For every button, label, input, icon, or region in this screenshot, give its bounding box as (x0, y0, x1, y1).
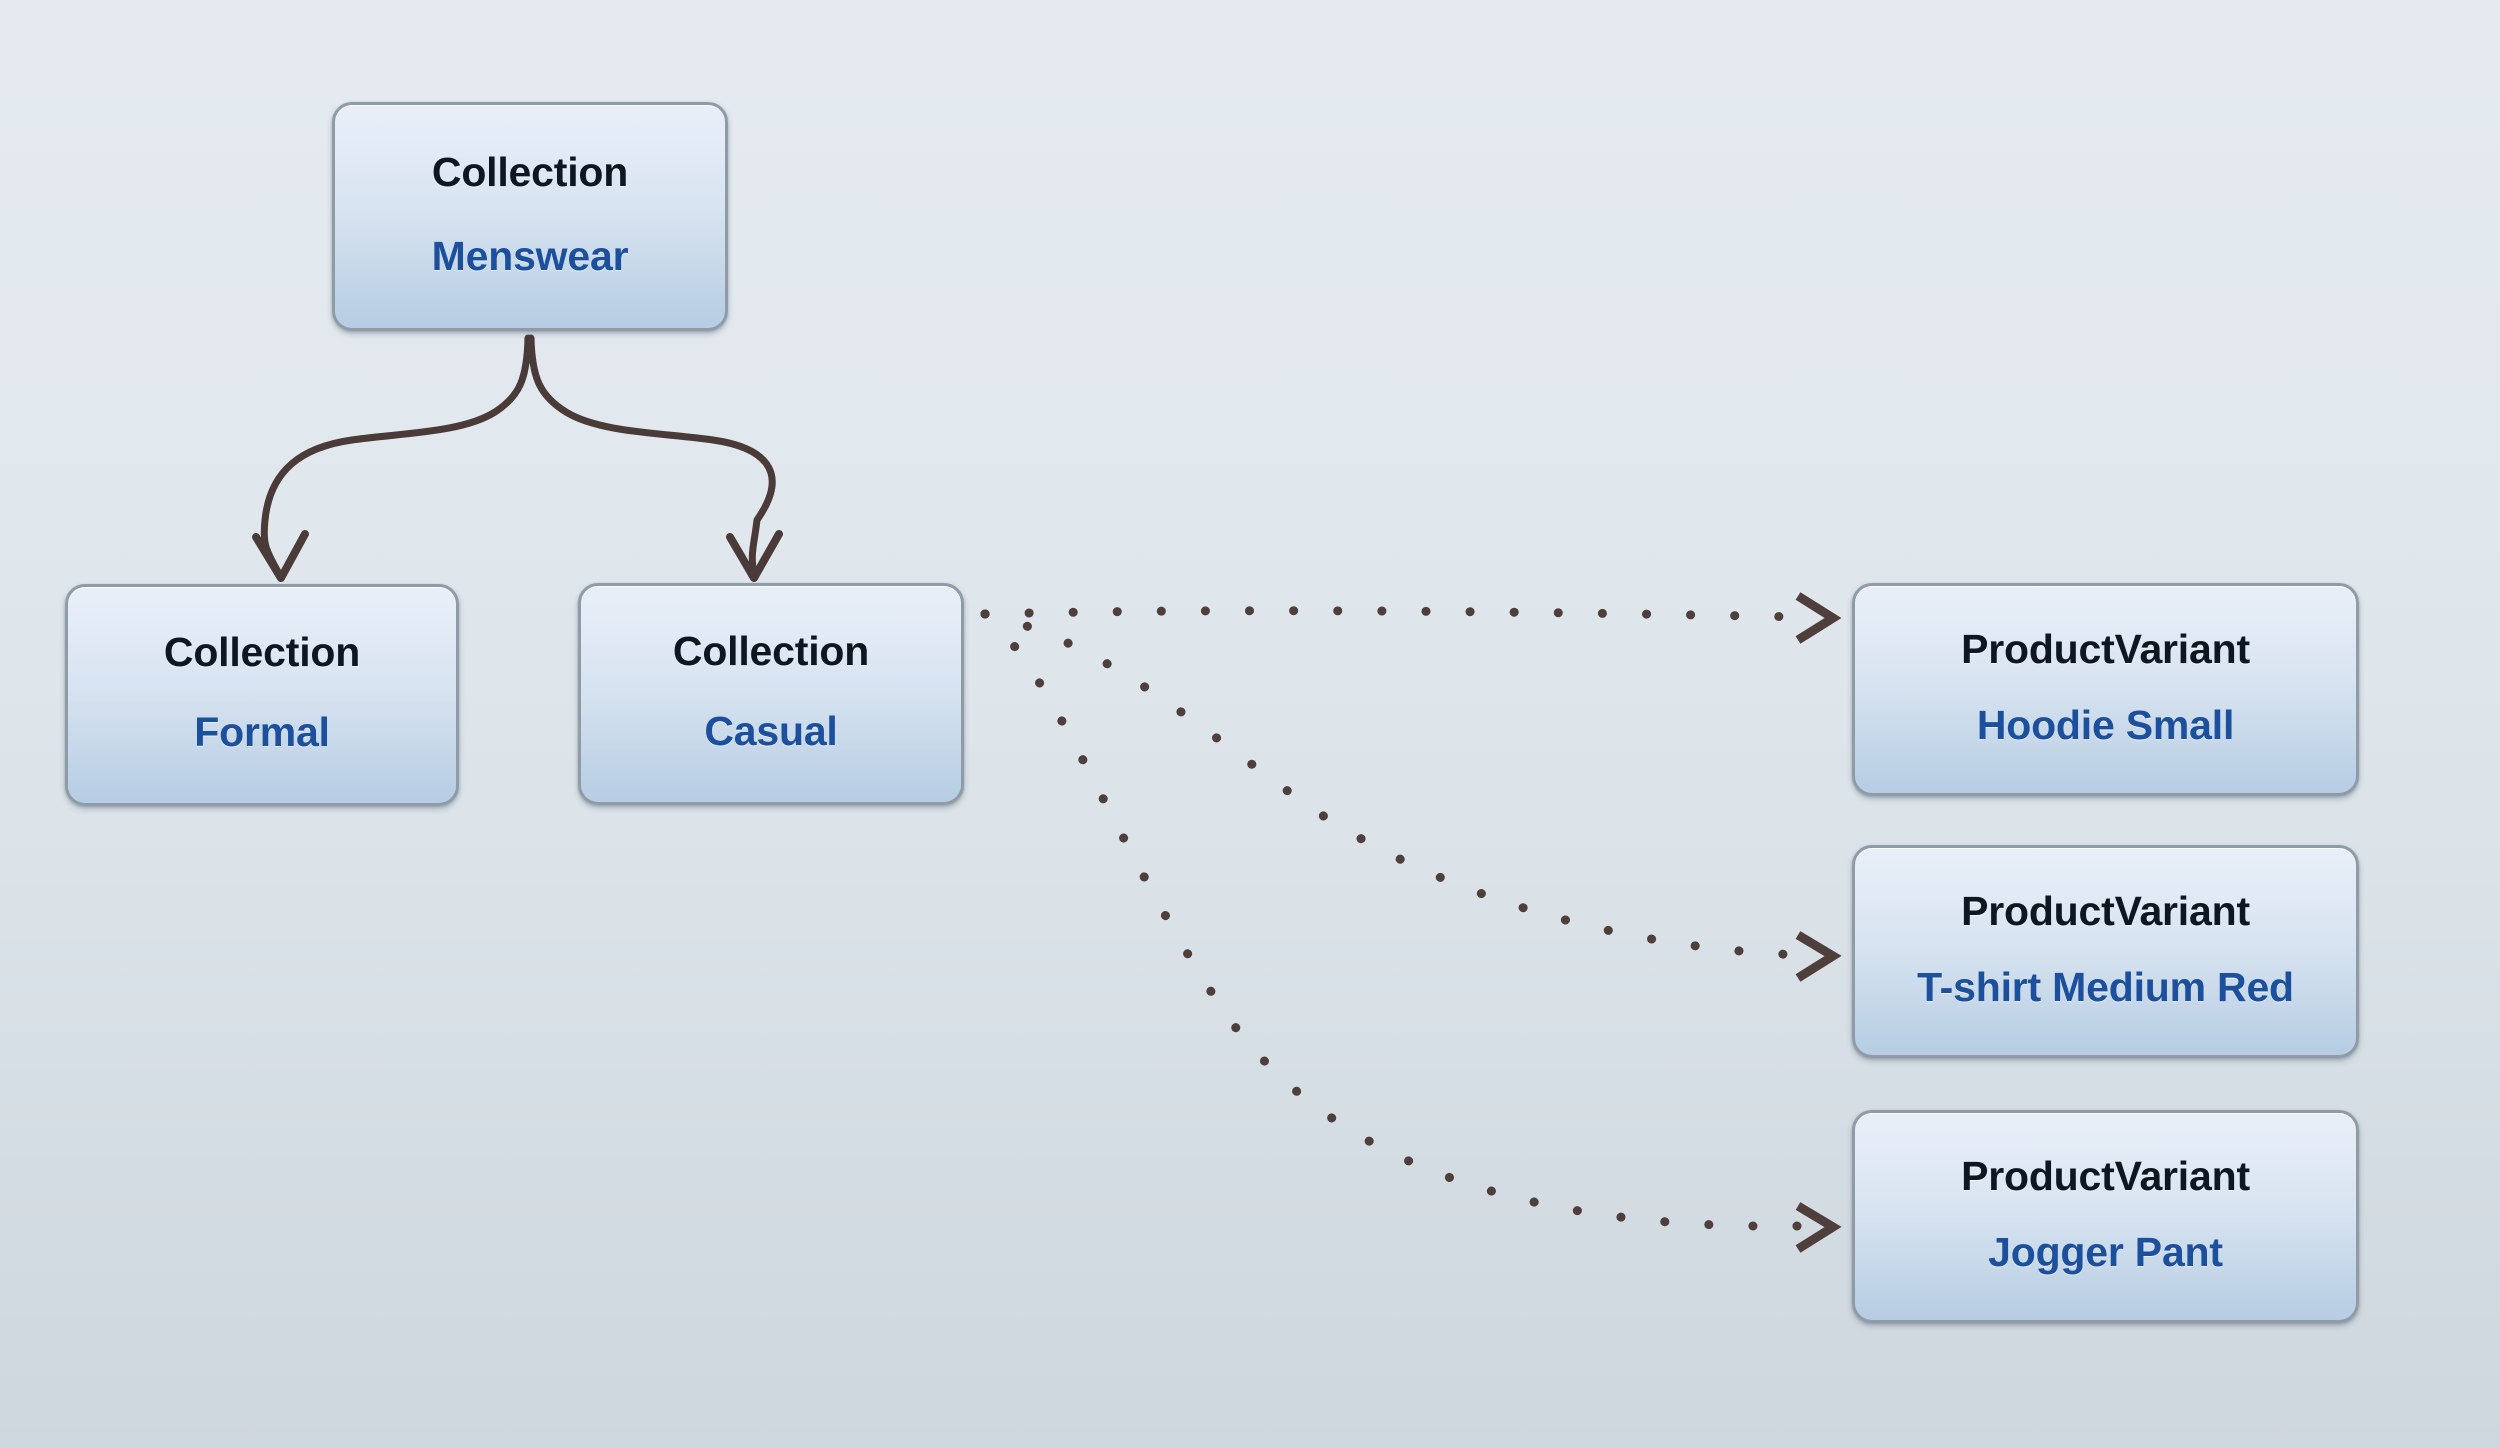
node-name-label: Formal (194, 709, 330, 756)
node-name-label: Jogger Pant (1988, 1228, 2223, 1275)
node-collection-formal[interactable]: Collection Formal (65, 584, 459, 806)
node-type-label: Collection (672, 628, 870, 675)
edge-menswear-to-formal (252, 334, 532, 582)
node-name-label: Hoodie Small (1976, 701, 2235, 748)
node-productvariant-tshirt-medium-red[interactable]: ProductVariant T-shirt Medium Red (1852, 845, 2359, 1058)
node-collection-casual[interactable]: Collection Casual (578, 583, 964, 805)
node-type-label: Collection (431, 149, 629, 196)
node-productvariant-jogger-pant[interactable]: ProductVariant Jogger Pant (1852, 1110, 2359, 1323)
node-type-label: ProductVariant (1961, 888, 2250, 935)
node-productvariant-hoodie-small[interactable]: ProductVariant Hoodie Small (1852, 583, 2359, 796)
edge-menswear-to-casual (527, 334, 783, 582)
node-type-label: ProductVariant (1961, 626, 2250, 673)
node-name-label: Casual (704, 708, 838, 755)
node-name-label: T-shirt Medium Red (1917, 963, 2294, 1010)
edge-casual-to-tshirt-medium-red (980, 609, 1842, 982)
node-type-label: Collection (163, 629, 361, 676)
node-type-label: ProductVariant (1961, 1153, 2250, 1200)
edge-casual-to-hoodie-small (980, 592, 1842, 644)
edge-casual-to-jogger-pant (980, 609, 1842, 1253)
node-collection-menswear[interactable]: Collection Menswear (332, 102, 728, 331)
node-name-label: Menswear (431, 232, 629, 279)
